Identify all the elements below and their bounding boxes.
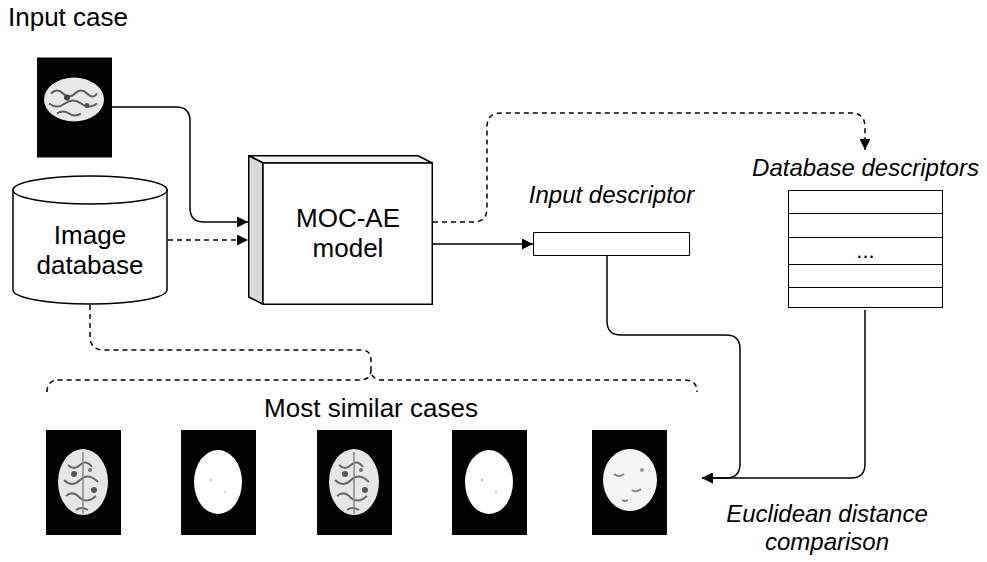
text-area: Image database — [12, 205, 168, 297]
table-heading: Database descriptors — [752, 154, 979, 182]
dashed-connector — [90, 305, 371, 370]
box-side-face — [249, 156, 263, 305]
connector — [433, 243, 533, 245]
image-heading: Input case — [8, 3, 128, 33]
comparison-label: Euclidean distance comparison — [716, 500, 938, 555]
descriptor-bar: Input descriptor — [533, 232, 690, 256]
mri-slice — [181, 430, 256, 535]
text-area: MOC-AE model — [263, 163, 433, 305]
input-image: Input case — [37, 57, 112, 158]
model-box: MOC-AE model — [248, 155, 433, 305]
mri-slice — [317, 430, 392, 535]
table-ellipsis: ... — [856, 240, 874, 262]
dashed-connector — [168, 239, 248, 241]
table-row-line — [789, 287, 942, 288]
group-title: Most similar cases — [264, 394, 478, 424]
cylinder-top — [13, 176, 167, 204]
connector — [702, 310, 865, 478]
descriptor-table: Database descriptors... — [740, 150, 980, 310]
mri-slice — [592, 430, 667, 535]
model-label: MOC-AE model — [263, 204, 433, 264]
mri-slice — [37, 57, 112, 158]
connector — [607, 256, 740, 478]
cylinder-body — [13, 189, 167, 304]
descriptor-heading: Input descriptor — [529, 181, 694, 209]
database-cylinder: Image database — [12, 175, 168, 305]
box-front-face — [263, 163, 432, 304]
box-top-face — [249, 156, 433, 163]
mri-slice — [46, 430, 121, 535]
mri-slice — [452, 430, 527, 535]
table-row-line — [789, 237, 942, 238]
table-row-line — [789, 213, 942, 214]
table-row-line — [789, 264, 942, 265]
result-group: Most similar cases — [40, 370, 702, 542]
mri-slice-picture — [37, 58, 112, 158]
database-label: Image database — [12, 221, 168, 281]
result-bracket — [47, 370, 697, 392]
